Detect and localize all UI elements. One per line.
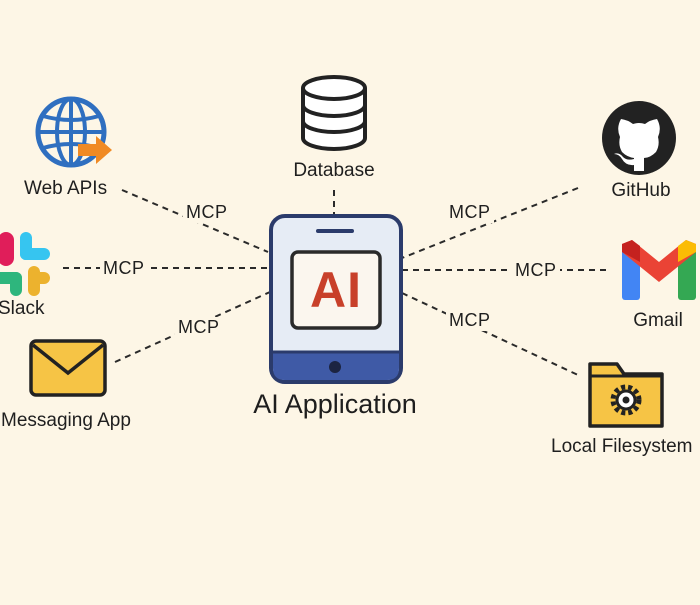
slack-label: Slack [0, 298, 45, 319]
ai-application-title: AI Application [253, 389, 417, 419]
mcp-label-web-apis: MCP [183, 202, 231, 223]
connector-github [401, 187, 579, 259]
github-icon [602, 101, 676, 175]
mcp-label-gmail: MCP [512, 260, 560, 281]
gmail-icon [622, 240, 696, 300]
database-label: Database [293, 160, 375, 181]
web-apis-label: Web APIs [24, 178, 108, 199]
folder-gear-icon [588, 362, 664, 428]
mcp-label-slack: MCP [100, 258, 148, 279]
mcp-label-messaging: MCP [175, 317, 223, 338]
messaging-app-label: Messaging App [1, 410, 131, 431]
database-icon [301, 75, 367, 151]
ai-device [269, 214, 403, 384]
local-filesystem-label: Local Filesystem [551, 436, 693, 457]
slack-icon [0, 232, 50, 296]
connector-filesystem [401, 292, 579, 376]
gmail-label: Gmail [633, 310, 683, 331]
ai-badge: AI [310, 262, 362, 318]
globe-arrow-icon [35, 96, 112, 168]
github-label: GitHub [611, 180, 671, 201]
mcp-label-github: MCP [446, 202, 494, 223]
envelope-icon [29, 339, 107, 397]
mcp-label-filesystem: MCP [446, 310, 494, 331]
